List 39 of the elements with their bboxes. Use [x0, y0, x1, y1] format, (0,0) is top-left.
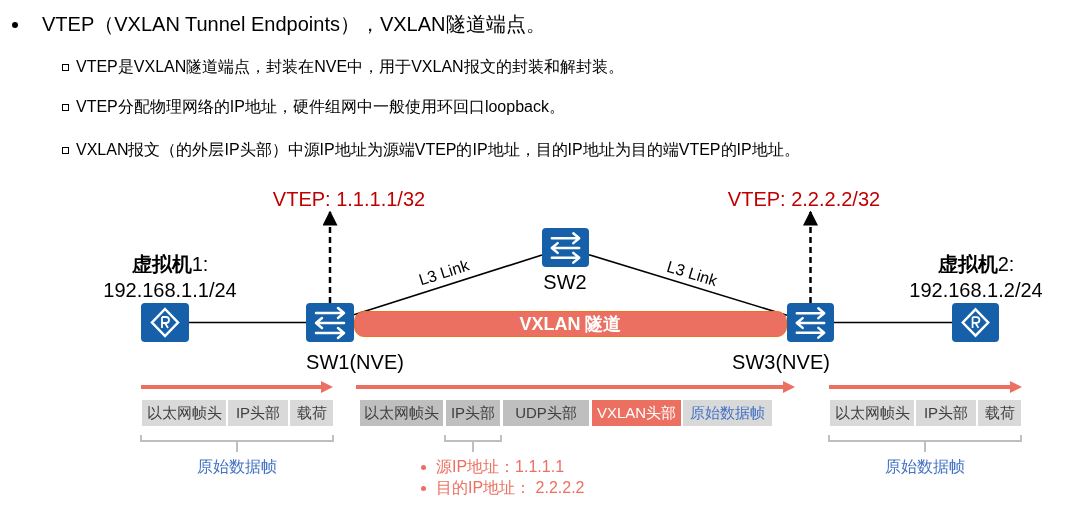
- router-icon: [141, 303, 189, 342]
- node-label: SW3(NVE): [732, 350, 830, 374]
- arrow: [322, 210, 338, 303]
- header-field: 以太网帧头: [360, 400, 443, 426]
- caption: 原始数据帧: [197, 457, 277, 477]
- header-field: 载荷: [978, 400, 1021, 426]
- ip-address: 192.168.1.1/24: [103, 278, 237, 302]
- header-field: 载荷: [290, 400, 333, 426]
- router-icon: [952, 303, 999, 342]
- header-field: IP头部: [446, 400, 500, 426]
- header-field: IP头部: [916, 400, 976, 426]
- ip-address: 192.168.1.2/24: [909, 278, 1043, 302]
- link-line: [833, 321, 953, 324]
- node-label: SW2: [543, 270, 587, 294]
- tunnel-bar: [354, 311, 787, 337]
- header-field: 原始数据帧: [683, 400, 772, 426]
- tunnel-label: VXLAN 隧道: [519, 315, 622, 333]
- note-text: 源IP地址：1.1.1.1: [436, 457, 565, 477]
- node-label: 虚拟机2:: [937, 252, 1015, 276]
- note-text: 目的IP地址： 2.2.2.2: [436, 478, 585, 498]
- switch-icon: [306, 303, 354, 342]
- node-label: 虚拟机1:: [131, 252, 209, 276]
- switch-icon: [542, 228, 589, 267]
- bullet-text: VTEP是VXLAN隧道端点，封装在NVE中，用于VXLAN报文的封装和解封装。: [76, 57, 624, 77]
- bullet-text: VTEP分配物理网络的IP地址，硬件组网中一般使用环回口loopback。: [76, 97, 565, 117]
- node-label: SW1(NVE): [306, 350, 404, 374]
- arrow: [803, 210, 818, 303]
- vtep-address: VTEP: 1.1.1.1/32: [266, 186, 432, 212]
- header-field: 以太网帧头: [830, 400, 914, 426]
- bullet-text: VXLAN报文（的外层IP头部）中源IP地址为源端VTEP的IP地址，目的IP地址为目的端VTEP的IP地址。: [76, 140, 800, 160]
- title: VTEP（VXLAN Tunnel Endpoints），VXLAN隧道端点。: [42, 12, 546, 37]
- header-field: 以太网帧头: [142, 400, 226, 426]
- switch-icon: [787, 303, 834, 342]
- header-field: IP头部: [228, 400, 288, 426]
- vtep-address: VTEP: 2.2.2.2/32: [720, 186, 888, 212]
- link-line: [188, 321, 307, 324]
- header-field: UDP头部: [503, 400, 589, 426]
- header-field: VXLAN头部: [592, 400, 681, 426]
- caption: 原始数据帧: [885, 457, 965, 477]
